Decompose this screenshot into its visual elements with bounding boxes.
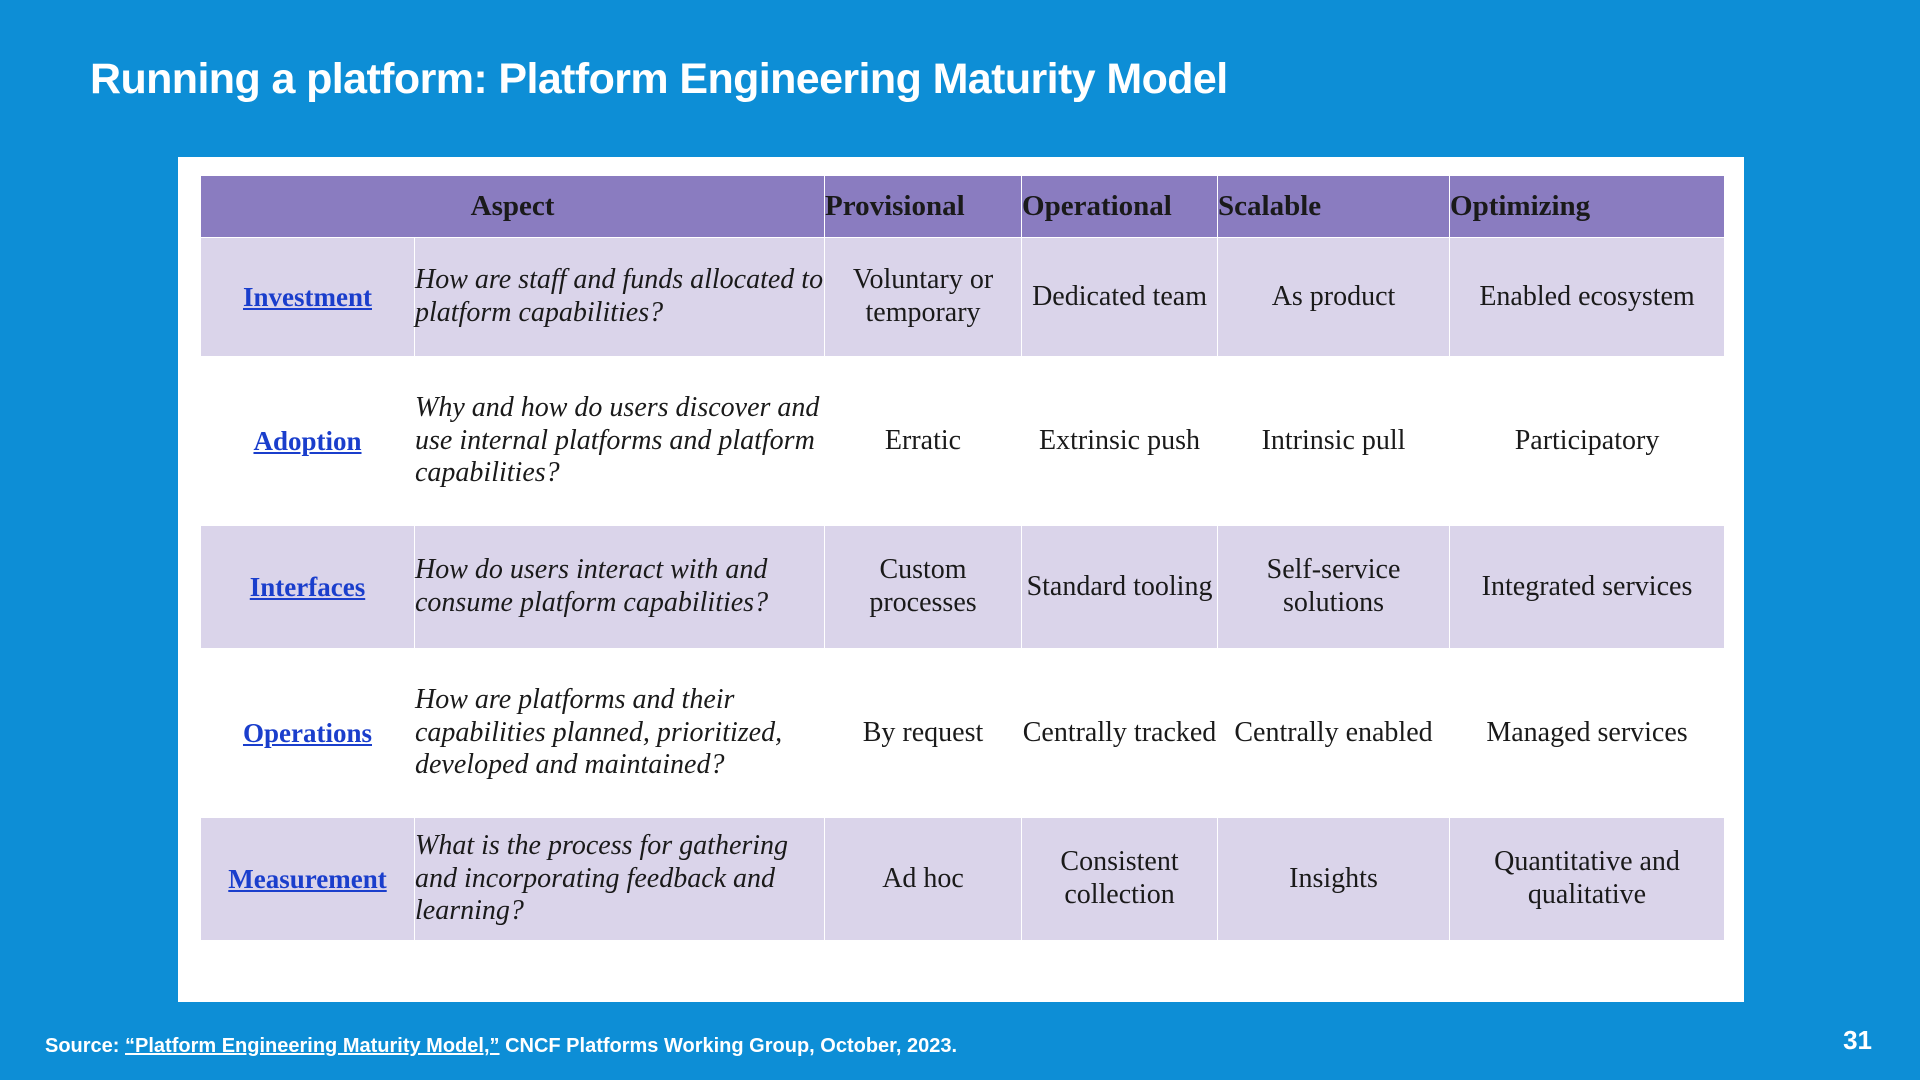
aspect-cell: Adoption bbox=[200, 356, 415, 526]
maturity-table-card: Aspect Provisional Operational Scalable … bbox=[178, 157, 1744, 1002]
source-prefix: Source: bbox=[45, 1035, 126, 1057]
table-header: Aspect Provisional Operational Scalable … bbox=[199, 175, 1726, 238]
question-cell: How are platforms and their capabilities… bbox=[413, 648, 826, 818]
aspect-link-measurement[interactable]: Measurement bbox=[228, 863, 387, 894]
table-row: Adoption Why and how do users discover a… bbox=[200, 356, 1726, 526]
cell-scalable: Intrinsic pull bbox=[1217, 356, 1451, 526]
aspect-cell: Investment bbox=[200, 237, 415, 357]
cell-scalable: As product bbox=[1217, 237, 1451, 357]
cell-optimizing: Quantitative and qualitative bbox=[1449, 817, 1726, 941]
column-header-operational: Operational bbox=[1021, 175, 1219, 238]
aspect-link-investment[interactable]: Investment bbox=[243, 281, 372, 312]
maturity-model-table: Aspect Provisional Operational Scalable … bbox=[199, 175, 1726, 941]
source-suffix: CNCF Platforms Working Group, October, 2… bbox=[499, 1035, 958, 1057]
column-header-provisional: Provisional bbox=[824, 175, 1023, 238]
cell-scalable: Centrally enabled bbox=[1217, 648, 1451, 818]
cell-operational: Standard tooling bbox=[1021, 525, 1219, 649]
table-row: Measurement What is the process for gath… bbox=[200, 817, 1726, 941]
column-header-scalable: Scalable bbox=[1217, 175, 1451, 238]
cell-operational: Consistent collection bbox=[1021, 817, 1219, 941]
cell-optimizing: Integrated services bbox=[1449, 525, 1726, 649]
source-link[interactable]: “Platform Engineering Maturity Model,” bbox=[125, 1035, 500, 1057]
aspect-link-operations[interactable]: Operations bbox=[242, 717, 372, 748]
question-cell: Why and how do users discover and use in… bbox=[413, 356, 826, 526]
table-row: Interfaces How do users interact with an… bbox=[200, 525, 1726, 649]
cell-scalable: Self-service solutions bbox=[1217, 525, 1451, 649]
cell-scalable: Insights bbox=[1217, 817, 1451, 941]
cell-provisional: Ad hoc bbox=[824, 817, 1023, 941]
question-cell: How do users interact with and consume p… bbox=[413, 525, 826, 649]
table-body: Investment How are staff and funds alloc… bbox=[200, 237, 1726, 941]
aspect-cell: Measurement bbox=[200, 817, 415, 941]
table-row: Investment How are staff and funds alloc… bbox=[200, 237, 1726, 357]
table-header-row: Aspect Provisional Operational Scalable … bbox=[199, 175, 1726, 238]
page-number: 31 bbox=[1843, 1025, 1872, 1055]
aspect-cell: Interfaces bbox=[200, 525, 415, 649]
cell-optimizing: Participatory bbox=[1449, 356, 1726, 526]
column-header-aspect: Aspect bbox=[199, 175, 826, 238]
page-title: Running a platform: Platform Engineering… bbox=[90, 55, 1228, 103]
question-cell: What is the process for gathering and in… bbox=[413, 817, 826, 941]
table-row: Operations How are platforms and their c… bbox=[200, 648, 1726, 818]
cell-provisional: By request bbox=[824, 648, 1023, 818]
aspect-link-adoption[interactable]: Adoption bbox=[253, 425, 362, 456]
cell-operational: Extrinsic push bbox=[1021, 356, 1219, 526]
aspect-link-interfaces[interactable]: Interfaces bbox=[249, 571, 366, 602]
aspect-cell: Operations bbox=[200, 648, 415, 818]
question-cell: How are staff and funds allocated to pla… bbox=[413, 237, 826, 357]
cell-provisional: Custom processes bbox=[824, 525, 1023, 649]
cell-operational: Dedicated team bbox=[1021, 237, 1219, 357]
cell-provisional: Erratic bbox=[824, 356, 1023, 526]
cell-optimizing: Enabled ecosystem bbox=[1449, 237, 1726, 357]
source-footnote: Source: “Platform Engineering Maturity M… bbox=[45, 1035, 957, 1058]
column-header-optimizing: Optimizing bbox=[1449, 175, 1726, 238]
cell-provisional: Voluntary or temporary bbox=[824, 237, 1023, 357]
cell-operational: Centrally tracked bbox=[1021, 648, 1219, 818]
cell-optimizing: Managed services bbox=[1449, 648, 1726, 818]
